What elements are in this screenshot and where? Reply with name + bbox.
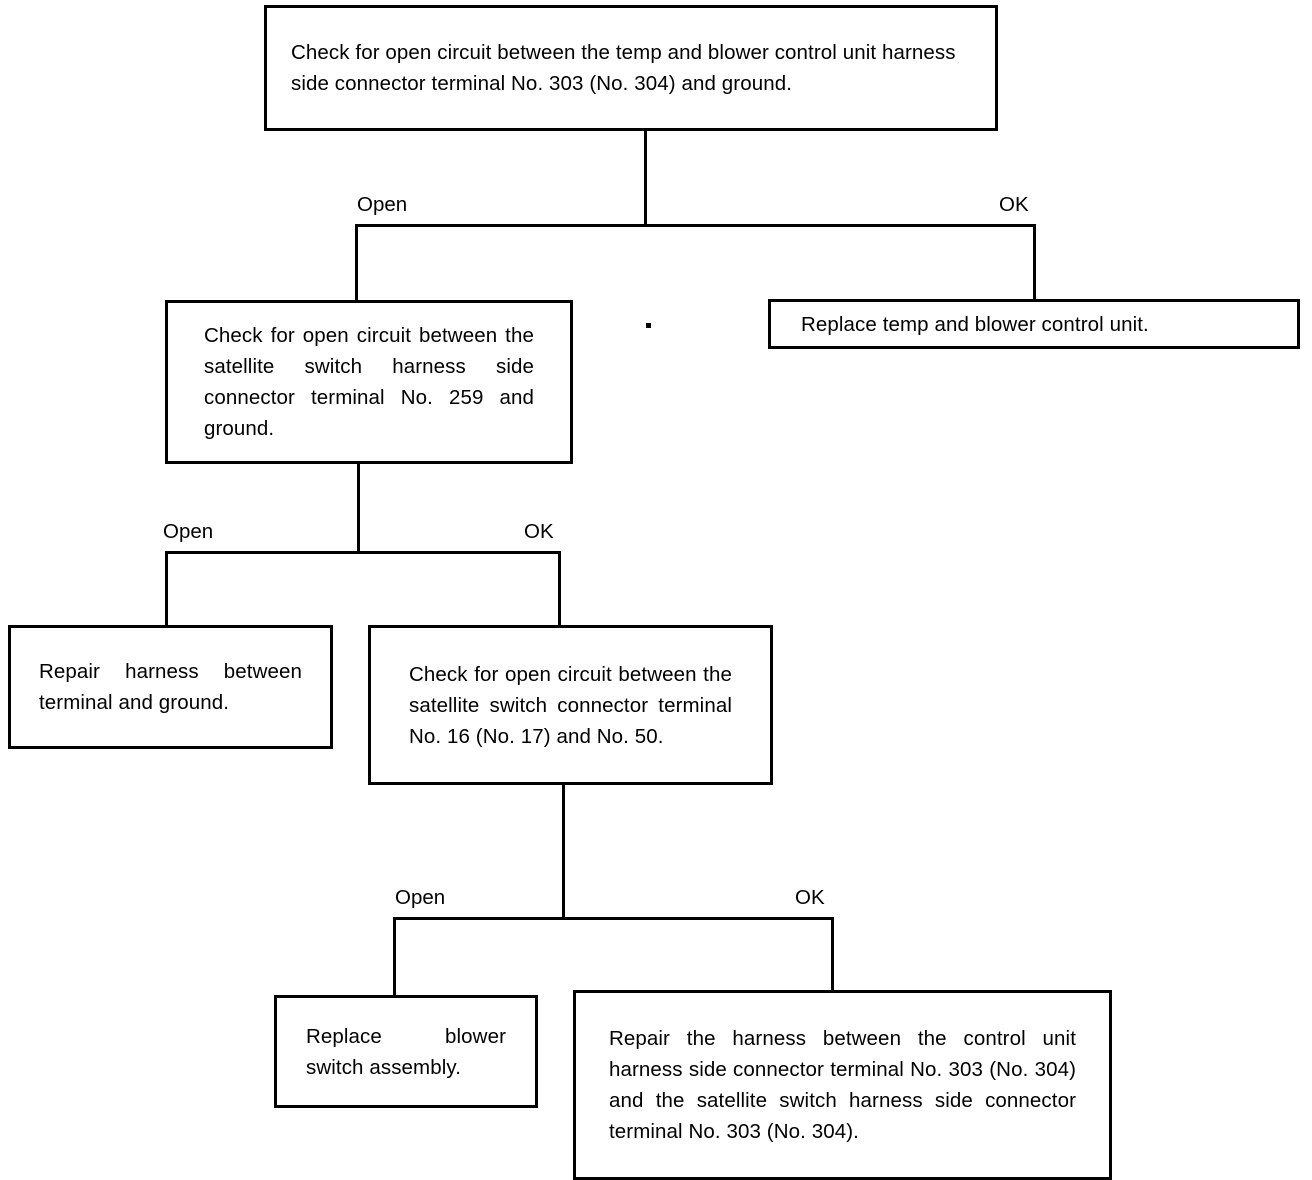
edge-label-branch2-open: Open [163, 520, 214, 543]
edge-label-branch3-ok: OK [795, 886, 825, 909]
connector-node1-stem [644, 130, 647, 227]
edge-label-branch1-ok: OK [999, 193, 1029, 216]
node-check-satellite-259-text: Check for open circuit between the satel… [204, 324, 534, 440]
connector-node4-stem [562, 785, 565, 919]
connector-branch1-open-drop [355, 224, 358, 302]
print-artifact-dot [646, 323, 651, 328]
edge-label-branch1-open: Open [357, 193, 408, 216]
node-repair-terminal-ground: Repair harness between terminal and grou… [8, 625, 333, 749]
node-replace-control-unit-text: Replace temp and blower control unit. [801, 312, 1149, 336]
node-repair-terminal-ground-text: Repair harness between terminal and grou… [39, 660, 302, 714]
node-check-control-unit: Check for open circuit between the temp … [264, 5, 998, 131]
node-check-satellite-259: Check for open circuit between the satel… [165, 300, 573, 464]
connector-branch1-ok-drop [1033, 224, 1036, 301]
connector-branch3-open-drop [393, 917, 396, 997]
connector-branch1-bar [355, 224, 1036, 227]
edge-label-branch3-open: Open [395, 886, 446, 909]
node-repair-harness-303: Repair the harness between the control u… [573, 990, 1112, 1180]
connector-branch3-bar [393, 917, 834, 920]
connector-branch2-ok-drop [558, 551, 561, 627]
edge-label-branch2-ok: OK [524, 520, 554, 543]
node-replace-blower-switch: Replace blower switch assembly. [274, 995, 538, 1108]
node-replace-control-unit: Replace temp and blower control unit. [768, 299, 1300, 349]
connector-node2-stem [357, 463, 360, 553]
node-repair-harness-303-text: Repair the harness between the control u… [609, 1027, 1076, 1143]
node-check-control-unit-text: Check for open circuit between the temp … [291, 41, 956, 95]
connector-branch3-ok-drop [831, 917, 834, 992]
node-check-satellite-16-text: Check for open circuit between the satel… [409, 662, 732, 748]
node-check-satellite-16: Check for open circuit between the satel… [368, 625, 773, 785]
connector-branch2-open-drop [165, 551, 168, 627]
node-replace-blower-switch-text: Replace blower switch assembly. [306, 1024, 506, 1079]
connector-branch2-bar [165, 551, 561, 554]
